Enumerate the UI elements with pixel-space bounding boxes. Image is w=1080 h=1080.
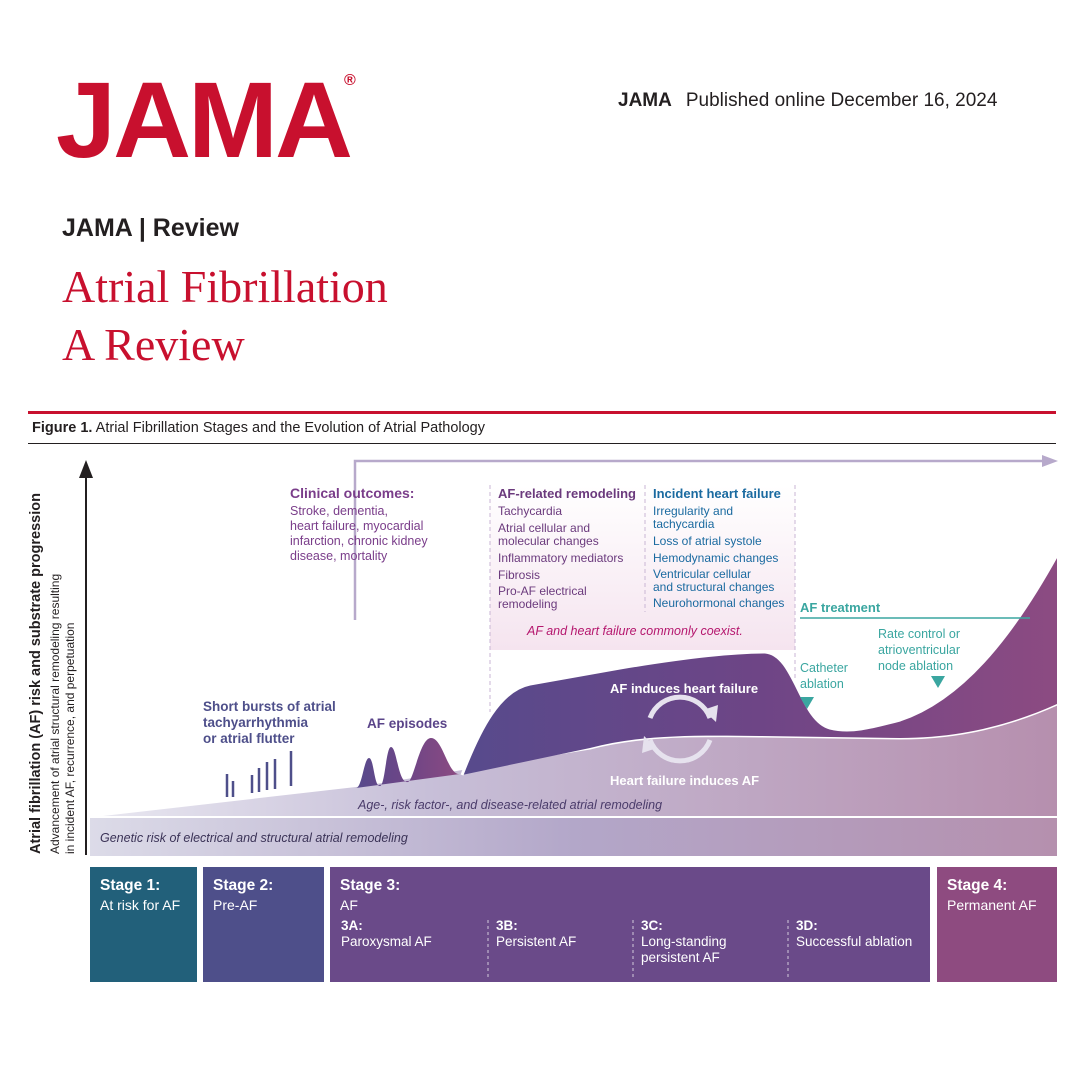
af-episodes-label: AF episodes: [367, 716, 447, 731]
short-bursts-line-2: tachyarrhythmia: [203, 715, 309, 730]
substage-desc: Persistent AF: [496, 934, 577, 950]
article-title: Atrial Fibrillation: [62, 261, 388, 312]
genetic-risk-label: Genetic risk of electrical and structura…: [100, 831, 408, 845]
stage-name: Stage 1:: [100, 877, 161, 894]
af-main-curve: [462, 555, 1057, 775]
clinical-outcomes-line: Stroke, dementia,: [290, 504, 388, 518]
rate-control-marker: [931, 676, 945, 688]
stage-desc: At risk for AF: [100, 896, 181, 913]
substage-3c: 3C: Long-standing persistent AF: [641, 918, 761, 967]
figure-caption: Atrial Fibrillation Stages and the Evolu…: [95, 420, 485, 436]
stage-name: Stage 3:: [340, 877, 401, 894]
catheter-ablation-marker: [800, 697, 814, 709]
publication-line: JAMA Published online December 16, 2024: [618, 90, 997, 112]
jama-logo: JAMA: [56, 59, 353, 180]
genetic-risk-band: [90, 818, 1057, 856]
catheter-ablation-label: Catheter: [800, 661, 848, 675]
af-remodeling-item: Fibrosis: [498, 568, 540, 582]
timeline-arrowhead: [1042, 455, 1058, 467]
incident-hf-item: tachycardia: [653, 517, 715, 531]
journal-name: JAMA: [618, 90, 672, 111]
section-label: JAMA | Review: [62, 214, 239, 242]
af-remodeling-item: Tachycardia: [498, 504, 562, 518]
stage-2-box: Stage 2: Pre-AF: [203, 867, 324, 982]
substage-name: 3C:: [641, 918, 663, 933]
age-risk-label: Age-, risk factor-, and disease-related …: [357, 798, 662, 812]
y-axis-arrowhead: [79, 460, 93, 478]
cycle-arrowhead-left: [642, 736, 657, 753]
clinical-outcomes-line: disease, mortality: [290, 549, 388, 563]
short-burst-ticks: [225, 751, 293, 797]
stage-4-box: Stage 4: Permanent AF: [937, 867, 1057, 982]
incident-hf-item: Ventricular cellular: [653, 567, 751, 581]
black-divider: [28, 443, 1056, 444]
rate-control-label: atrioventricular: [878, 643, 960, 657]
hf-induces-af-label: Heart failure induces AF: [610, 773, 759, 788]
short-bursts-line-3: or atrial flutter: [203, 731, 295, 746]
catheter-ablation-label: ablation: [800, 677, 844, 691]
short-bursts-line-1: Short bursts of atrial: [203, 699, 336, 714]
remodeling-background: [490, 485, 795, 650]
af-curve-edge: [460, 554, 1059, 776]
substage-desc: Paroxysmal AF: [341, 934, 432, 950]
incident-hf-item: and structural changes: [653, 580, 774, 594]
af-remodeling-item: molecular changes: [498, 534, 599, 548]
stage-name: Stage 4:: [947, 877, 1008, 894]
incident-hf-item: Irregularity and: [653, 504, 733, 518]
stage-desc: Pre-AF: [213, 896, 258, 913]
rate-control-label: Rate control or: [878, 627, 960, 641]
incident-hf-item: Neurohormonal changes: [653, 596, 784, 610]
cycle-arrowhead-right: [703, 705, 718, 722]
substage-3a: 3A: Paroxysmal AF: [341, 918, 481, 950]
stage-name: Stage 2:: [213, 877, 274, 894]
substage-3b: 3B: Persistent AF: [496, 918, 636, 950]
substage-name: 3D:: [796, 918, 818, 933]
clinical-outcomes-line: heart failure, myocardial: [290, 519, 423, 533]
incident-hf-item: Hemodynamic changes: [653, 551, 778, 565]
figure-number: Figure 1.: [32, 420, 93, 436]
substage-name: 3A:: [341, 918, 363, 933]
timeline-line: [353, 459, 1045, 620]
stage-desc: AF: [340, 896, 358, 913]
af-remodeling-item: Atrial cellular and: [498, 521, 590, 535]
af-remodeling-heading: AF-related remodeling: [498, 486, 636, 501]
clinical-outcomes-line: infarction, chronic kidney: [290, 534, 428, 548]
rate-control-label: node ablation: [878, 659, 953, 673]
substage-3d: 3D: Successful ablation: [796, 918, 928, 950]
coexist-note: AF and heart failure commonly coexist.: [526, 624, 743, 638]
registered-mark: ®: [344, 72, 356, 89]
substage-desc: Successful ablation: [796, 934, 913, 950]
af-remodeling-item: Inflammatory mediators: [498, 551, 623, 565]
substage-desc: Long-standing persistent AF: [641, 934, 727, 966]
published-date: Published online December 16, 2024: [685, 90, 998, 111]
stage-desc: Permanent AF: [947, 896, 1037, 913]
af-treatment-heading: AF treatment: [800, 600, 881, 615]
incident-hf-heading: Incident heart failure: [653, 486, 781, 501]
stage-3-box: Stage 3: AF: [330, 867, 930, 982]
article-subtitle: A Review: [62, 319, 245, 370]
clinical-outcomes-heading: Clinical outcomes:: [290, 485, 414, 501]
substage-name: 3B:: [496, 918, 518, 933]
figure-title: Figure 1. Atrial Fibrillation Stages and…: [32, 420, 485, 436]
af-induces-hf-label: AF induces heart failure: [610, 681, 758, 696]
age-remodeling-wedge: [90, 704, 1057, 816]
red-divider: [28, 411, 1056, 414]
af-remodeling-item: Pro-AF electrical: [498, 584, 587, 598]
af-remodeling-item: remodeling: [498, 597, 557, 611]
af-episodes-spikes: [356, 738, 460, 788]
stage-1-box: Stage 1: At risk for AF: [90, 867, 197, 982]
incident-hf-item: Loss of atrial systole: [653, 534, 762, 548]
